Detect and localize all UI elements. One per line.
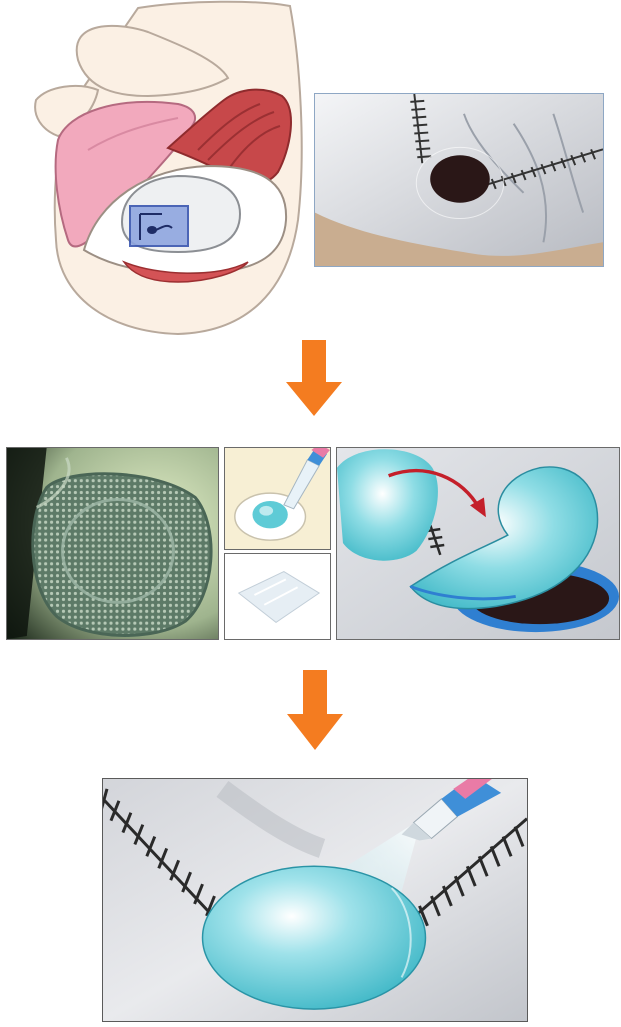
- down-arrow-icon: [286, 340, 342, 416]
- focus-region: [130, 206, 188, 246]
- fibrin-sheet-panel: [224, 553, 331, 640]
- step-arrow-1: [286, 340, 342, 416]
- sealed-patch-illustration: [103, 779, 527, 1021]
- patch-placement-panel: [336, 447, 620, 640]
- fibrin-glue-dish-panel: [224, 447, 331, 550]
- patch-placement-illustration: [337, 448, 619, 639]
- tissue-sheet-photo: [7, 448, 218, 639]
- defect-closeup-illustration: [315, 94, 603, 266]
- step-arrow-2: [287, 670, 343, 750]
- tissue-sheet-photo-panel: [6, 447, 219, 640]
- pleural-defect: [430, 155, 490, 202]
- sealed-patch-panel: [102, 778, 528, 1022]
- glue-dish-illustration: [225, 448, 330, 549]
- mesh-sheet: [33, 474, 211, 636]
- anatomy-overview-panel: [28, 0, 310, 336]
- defect-closeup-panel: [314, 93, 604, 267]
- anatomy-illustration: [28, 0, 310, 336]
- down-arrow-icon: [287, 670, 343, 750]
- fibrin-sheet-illustration: [225, 554, 330, 639]
